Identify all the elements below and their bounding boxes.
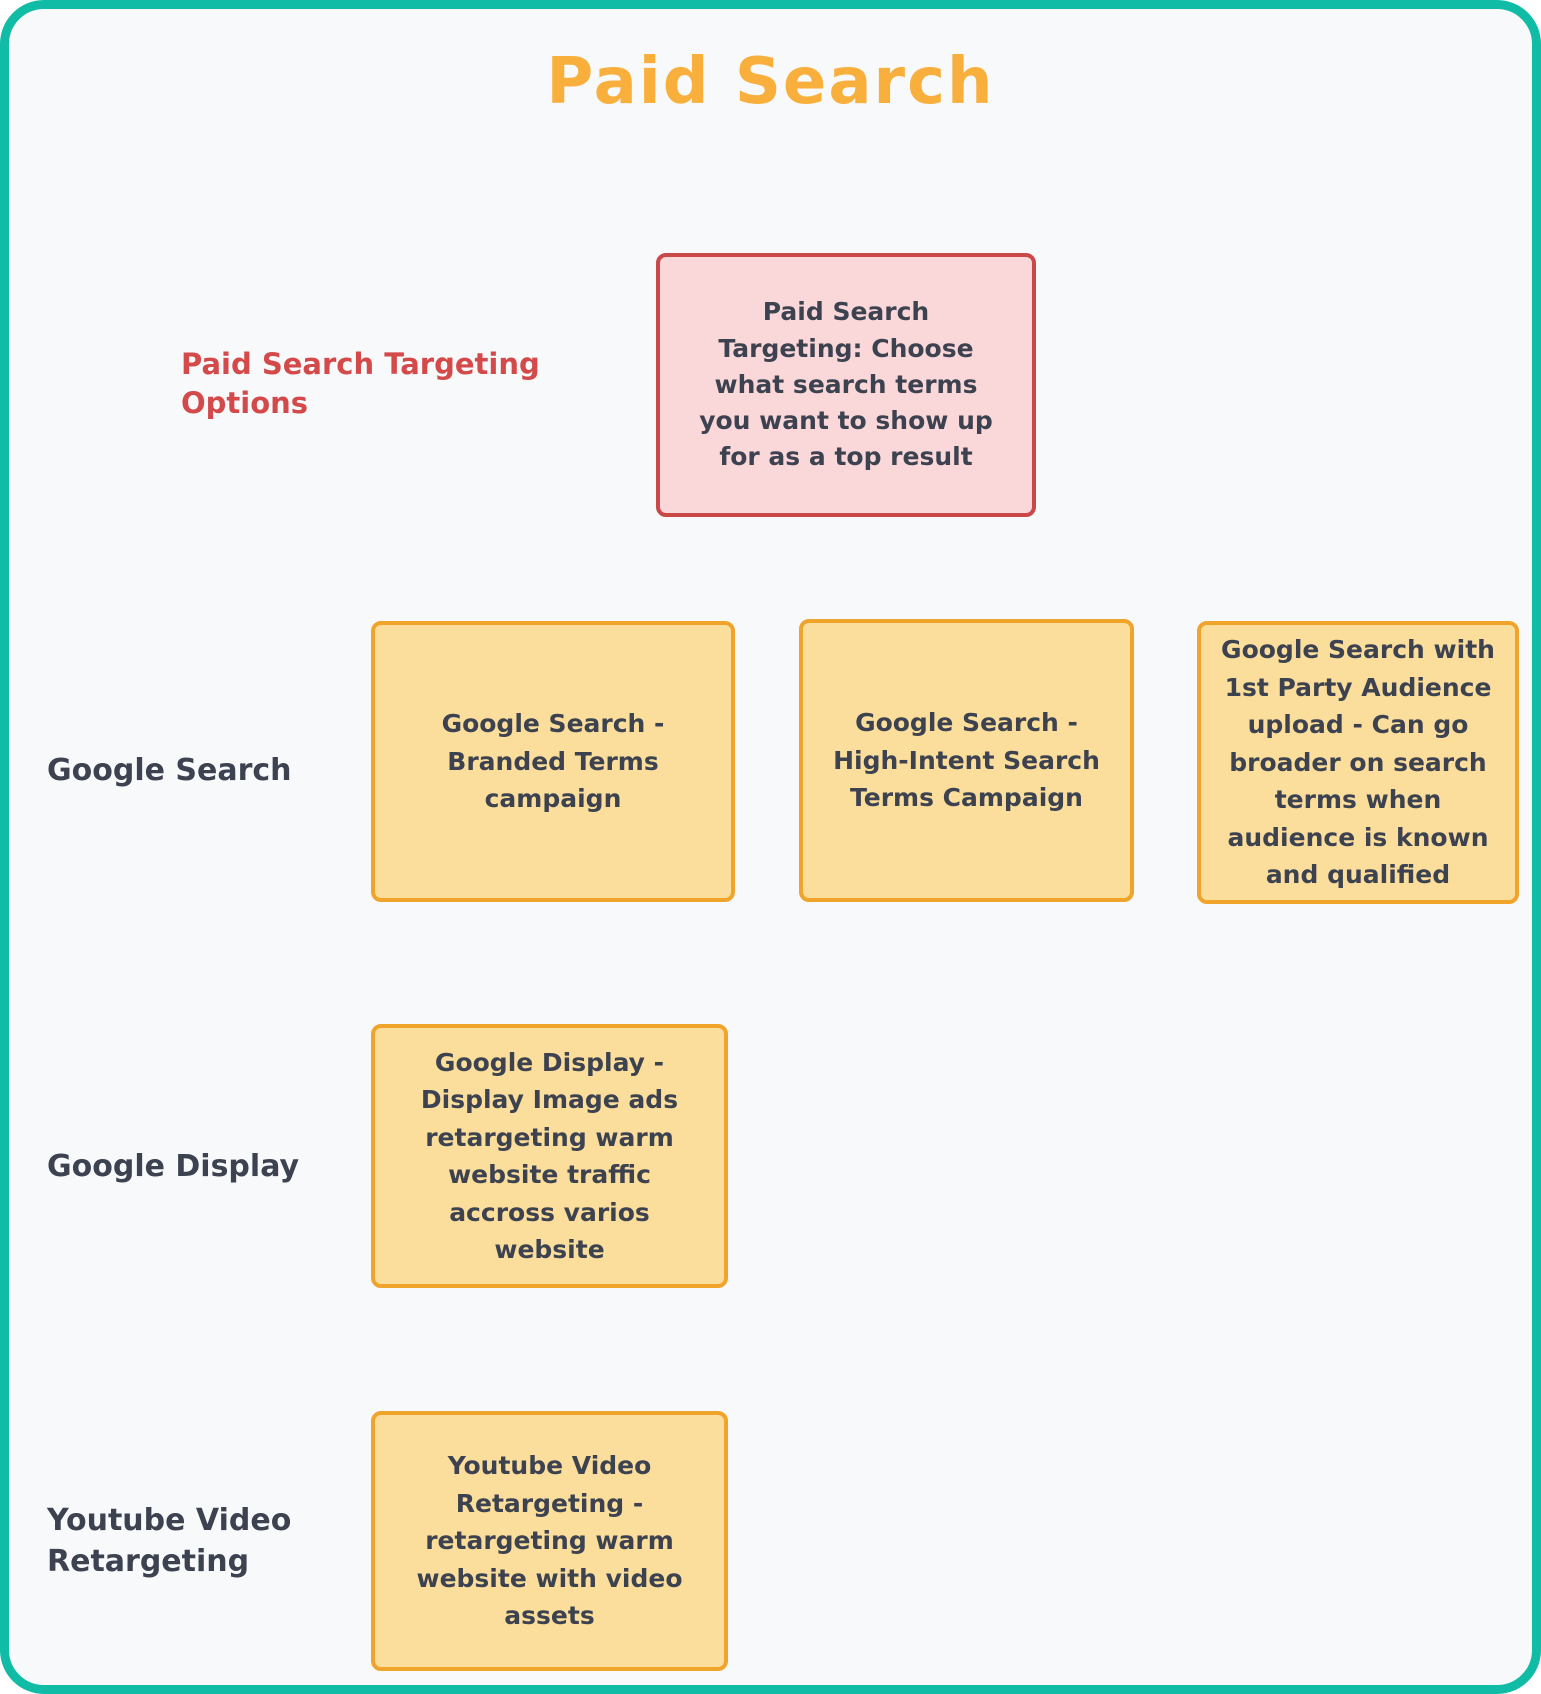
targeting-options-annotation: Paid Search Targeting Options: [181, 347, 540, 421]
card-text: Youtube Video Retargeting -retargeting w…: [416, 1451, 683, 1631]
callout-text: Paid Search Targeting: Choose what searc…: [699, 297, 993, 472]
card-google-search-branded-terms[interactable]: Google Search - Branded Terms campaign: [371, 621, 735, 902]
card-text: Google Display -Display Image ads retarg…: [420, 1047, 679, 1265]
row-label-google-search: Google Search: [47, 753, 292, 788]
page-title: Paid Search: [546, 45, 995, 119]
card-google-search-1st-party-audience[interactable]: Google Search with 1st Party Audience up…: [1197, 621, 1519, 904]
card-youtube-video-retargeting[interactable]: Youtube Video Retargeting -retargeting w…: [371, 1411, 728, 1671]
card-google-search-high-intent[interactable]: Google Search - High-Intent Search Terms…: [799, 619, 1134, 902]
row-label-youtube-video-retargeting: Youtube Video Retargeting: [47, 1503, 292, 1579]
card-text: Google Search with 1st Party Audience up…: [1221, 635, 1495, 890]
card-google-display-retargeting[interactable]: Google Display -Display Image ads retarg…: [371, 1024, 728, 1288]
row-label-google-display: Google Display: [47, 1149, 300, 1184]
card-text: Google Search - High-Intent Search Terms…: [833, 708, 1100, 813]
card-text: Google Search - Branded Terms campaign: [441, 709, 665, 814]
paid-search-targeting-callout-card[interactable]: Paid Search Targeting: Choose what searc…: [656, 253, 1036, 517]
